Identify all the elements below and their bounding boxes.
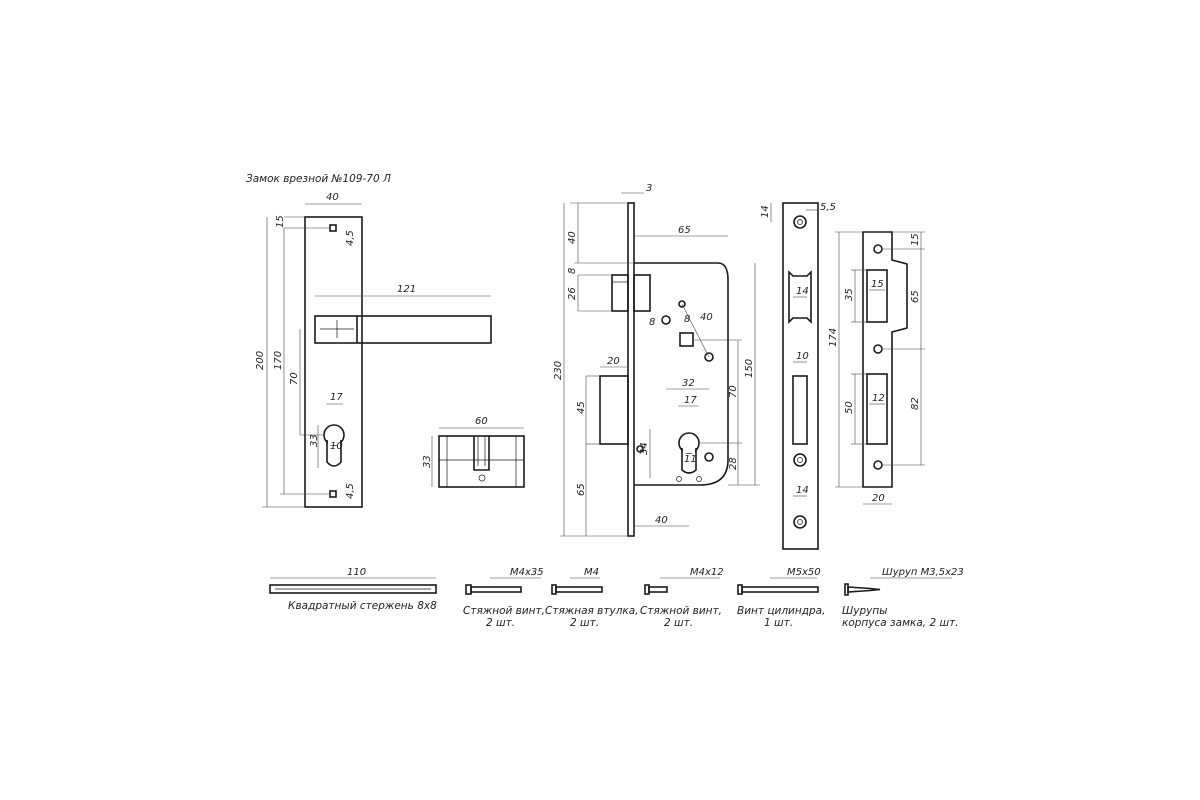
handle-dim-40: 40	[326, 192, 339, 203]
lock-dim-34: 34	[639, 442, 650, 455]
lock-dim-65b: 65	[576, 483, 587, 496]
part-screw-m4x12-qty: 2 шт.	[664, 617, 693, 629]
lock-dim-8b: 8	[649, 317, 655, 328]
handle-dim-15: 15	[275, 215, 286, 228]
faceplate-dim-14a: 14	[760, 205, 771, 218]
part-screw-m4x35-dim: М4х35	[510, 567, 544, 578]
lock-dim-40b: 40	[700, 312, 713, 323]
part-screw-m4x12-dim: М4х12	[690, 567, 724, 578]
strike-dim-35: 35	[844, 288, 855, 301]
lock-dim-32: 32	[682, 378, 695, 389]
cylinder-dim-33: 33	[422, 455, 433, 468]
lock-dim-3: 3	[646, 183, 652, 194]
strike-dim-12: 12	[872, 393, 885, 404]
handle-dim-4-5-top: 4,5	[345, 230, 356, 246]
cylinder: 60 33	[422, 416, 525, 488]
faceplate-dim-14c: 14	[796, 485, 809, 496]
lock-dim-8a: 8	[567, 268, 578, 274]
lock-dim-150: 150	[744, 359, 755, 378]
part-wood-screw-qty: корпуса замка, 2 шт.	[842, 617, 959, 629]
strike-dim-15b: 15	[871, 279, 884, 290]
part-screw-m5x50-dim: М5х50	[787, 567, 821, 578]
handle-dim-70: 70	[289, 372, 300, 385]
part-screw-m4x12: М4х12 Стяжной винт, 2 шт.	[640, 567, 724, 629]
lock-dim-45: 45	[576, 401, 587, 414]
part-sleeve-m4-qty: 2 шт.	[570, 617, 599, 629]
strike-dim-50: 50	[844, 401, 855, 414]
drawing-title: Замок врезной №109-70 Л	[246, 173, 391, 185]
lock-body: 3 65 40 8 26 8 8 40 230 20 150 45 70 32	[553, 183, 760, 537]
part-screw-m4x35: М4х35 Стяжной винт, 2 шт.	[463, 567, 545, 629]
lock-dim-26: 26	[567, 287, 578, 300]
part-spindle-dim: 110	[347, 567, 366, 578]
strike-dim-20: 20	[872, 493, 885, 504]
lock-dim-40: 40	[567, 231, 578, 244]
strike-dim-15: 15	[910, 233, 921, 246]
part-wood-screw: Шуруп М3,5х23 Шурупы корпуса замка, 2 шт…	[842, 567, 964, 629]
part-wood-screw-label: Шурупы	[842, 605, 887, 617]
strike-dim-65: 65	[910, 290, 921, 303]
handle-dim-4-5-bottom: 4,5	[345, 483, 356, 499]
handle-plate: 40 15 4,5 121 200 170 70 17 33 10 4,5	[255, 192, 492, 508]
handle-dim-121: 121	[397, 284, 416, 295]
handle-dim-200: 200	[255, 351, 266, 370]
lock-dim-70: 70	[728, 385, 739, 398]
part-screw-m5x50-qty: 1 шт.	[764, 617, 793, 629]
lock-dim-40c: 40	[655, 515, 668, 526]
faceplate-dim-14b: 14	[796, 286, 809, 297]
lock-dim-17: 17	[684, 395, 697, 406]
strike-dim-174: 174	[828, 328, 839, 347]
part-spindle: 110 Квадратный стержень 8х8	[269, 567, 437, 612]
faceplate-side: 14 5,5 14 10 14	[760, 202, 836, 550]
lock-dim-28: 28	[728, 457, 739, 470]
lock-dim-20: 20	[607, 356, 620, 367]
lock-dim-230: 230	[553, 361, 564, 380]
faceplate-dim-5-5: 5,5	[820, 202, 836, 213]
part-screw-m5x50-label: Винт цилиндра,	[737, 605, 825, 617]
lock-dim-65: 65	[678, 225, 691, 236]
lock-dim-8c: 8	[684, 314, 690, 325]
lock-dim-11: 11	[684, 454, 697, 465]
cylinder-dim-60: 60	[475, 416, 488, 427]
part-screw-m5x50: М5х50 Винт цилиндра, 1 шт.	[737, 567, 825, 629]
strike-dim-82: 82	[910, 397, 921, 410]
handle-dim-170: 170	[273, 351, 284, 370]
part-sleeve-m4: М4 Стяжная втулка, 2 шт.	[545, 567, 639, 629]
part-wood-screw-dim: Шуруп М3,5х23	[882, 567, 964, 578]
part-sleeve-m4-dim: М4	[584, 567, 599, 578]
part-spindle-label: Квадратный стержень 8х8	[288, 600, 437, 612]
handle-dim-17: 17	[330, 392, 343, 403]
part-screw-m4x35-qty: 2 шт.	[486, 617, 515, 629]
handle-dim-33: 33	[309, 434, 320, 447]
part-screw-m4x12-label: Стяжной винт,	[640, 605, 722, 617]
part-sleeve-m4-label: Стяжная втулка,	[545, 605, 639, 617]
handle-dim-10: 10	[330, 441, 343, 452]
part-screw-m4x35-label: Стяжной винт,	[463, 605, 545, 617]
faceplate-dim-10: 10	[796, 351, 809, 362]
strike-plate: 15 35 15 65 174 50 12 82 20	[828, 231, 925, 505]
